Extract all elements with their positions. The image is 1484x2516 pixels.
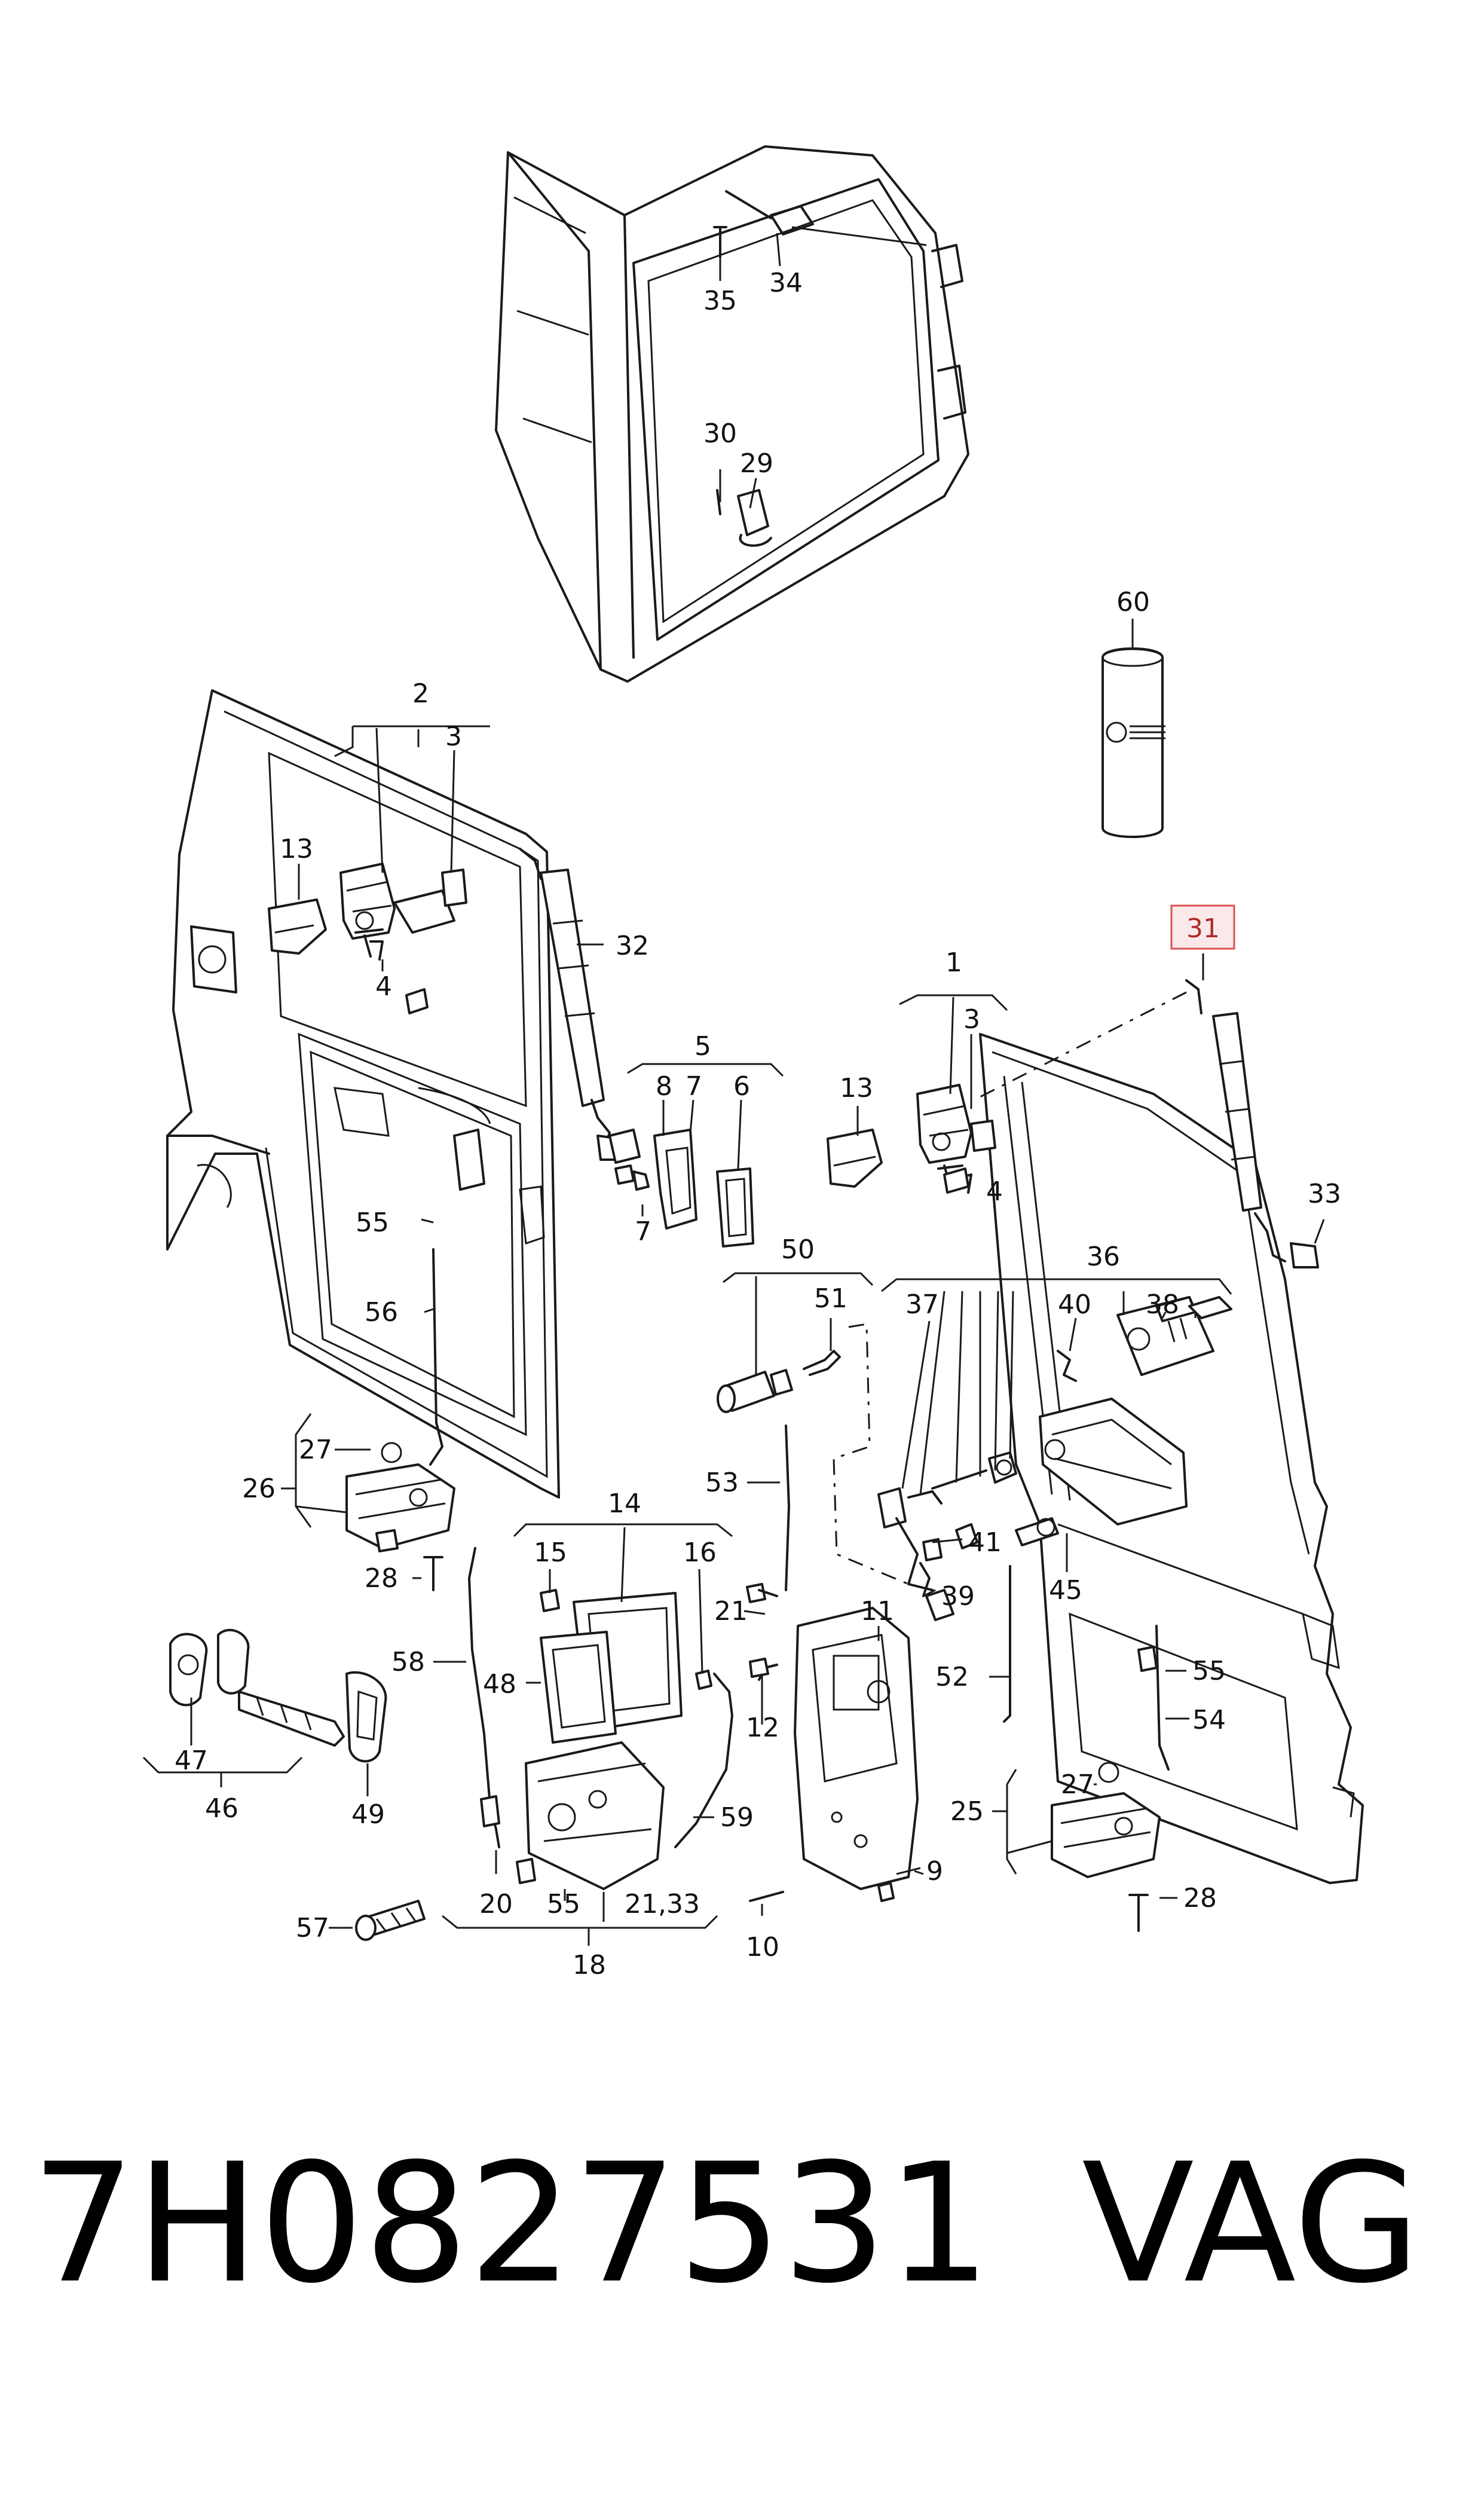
parts-diagram: 35 34 30 29 60 2 3 13 4 32 31 1 3 13 4 3… xyxy=(142,145,1364,1980)
callout-25: 25 xyxy=(950,1796,984,1827)
callout-53: 53 xyxy=(705,1468,739,1498)
callout-2: 2 xyxy=(412,678,429,709)
callout-31[interactable]: 31 xyxy=(1186,913,1220,944)
vehicle-rear-body xyxy=(495,145,969,683)
callout-33: 33 xyxy=(1308,1179,1341,1209)
callout-35: 35 xyxy=(703,286,737,316)
door-lock-part-18 xyxy=(480,1741,665,1890)
callout-56: 56 xyxy=(365,1297,398,1328)
callout-5: 5 xyxy=(694,1031,711,1062)
callout-40: 40 xyxy=(1058,1289,1091,1320)
callout-38: 38 xyxy=(1146,1289,1179,1320)
screws xyxy=(375,988,1158,1902)
callout-8: 8 xyxy=(656,1071,672,1102)
rods xyxy=(429,1248,1170,1848)
callout-26: 26 xyxy=(242,1473,276,1504)
callout-48: 48 xyxy=(483,1669,516,1699)
callout-45: 45 xyxy=(1049,1575,1082,1606)
callout-54: 54 xyxy=(1192,1705,1226,1735)
callout-3b: 3 xyxy=(963,1004,980,1035)
callout-50: 50 xyxy=(781,1234,815,1265)
callout-7b: 7 xyxy=(635,1216,651,1247)
callout-labels: 35 34 30 29 60 2 3 13 4 32 31 1 3 13 4 3… xyxy=(175,268,1341,1980)
callout-28a: 28 xyxy=(365,1563,398,1594)
callout-49: 49 xyxy=(351,1799,385,1830)
callout-3a: 3 xyxy=(445,722,462,752)
callout-14: 14 xyxy=(608,1488,641,1519)
spray-can-part-60 xyxy=(1101,647,1165,838)
callout-13b: 13 xyxy=(840,1073,873,1103)
callout-47: 47 xyxy=(175,1745,208,1776)
callout-28b: 28 xyxy=(1183,1883,1217,1913)
callout-21: 21 xyxy=(714,1596,748,1627)
callout-30: 30 xyxy=(703,418,737,449)
lock-assembly-right xyxy=(827,1084,996,1194)
callout-4b: 4 xyxy=(986,1176,1003,1207)
callout-41: 41 xyxy=(968,1527,1002,1558)
callout-36: 36 xyxy=(1087,1242,1120,1272)
callout-55a: 55 xyxy=(356,1207,389,1238)
callout-10: 10 xyxy=(746,1932,779,1962)
callout-59: 59 xyxy=(720,1802,754,1833)
callout-4a: 4 xyxy=(375,971,392,1002)
callout-58: 58 xyxy=(391,1647,425,1677)
carrier-part-9 xyxy=(749,1607,919,1902)
callout-7a: 7 xyxy=(686,1071,702,1102)
callout-51: 51 xyxy=(814,1283,847,1314)
callout-16: 16 xyxy=(683,1537,717,1568)
callout-6: 6 xyxy=(733,1071,750,1102)
callout-13a: 13 xyxy=(280,834,313,864)
brand-label: VAG xyxy=(1082,2128,1421,2319)
callout-9: 9 xyxy=(926,1856,943,1887)
callout-27a: 27 xyxy=(299,1435,332,1465)
handle-group-5 xyxy=(608,1129,754,1248)
callout-32: 32 xyxy=(616,931,649,961)
part-number: 7H0827531 xyxy=(31,2128,992,2319)
callout-18: 18 xyxy=(573,1950,606,1980)
callout-15: 15 xyxy=(534,1537,567,1568)
lock-cylinder-part-50 xyxy=(717,1323,909,1585)
callout-12: 12 xyxy=(746,1713,779,1743)
callout-31-box xyxy=(1170,904,1235,950)
callout-20: 20 xyxy=(479,1889,513,1919)
callout-60: 60 xyxy=(1116,587,1150,617)
callout-55c: 55 xyxy=(547,1889,580,1919)
lock-module-part-36 xyxy=(877,1296,1232,1621)
callout-29: 29 xyxy=(740,448,773,479)
callout-57: 57 xyxy=(296,1913,329,1943)
callout-52: 52 xyxy=(935,1662,969,1692)
key-cylinder-part-46 xyxy=(169,1628,426,1941)
callout-46: 46 xyxy=(205,1793,238,1824)
leader-lines xyxy=(142,233,1325,1946)
callout-11: 11 xyxy=(861,1596,894,1627)
bracket-part-26 xyxy=(345,1442,455,1591)
bracket-part-25 xyxy=(1051,1762,1161,1932)
callout-27b: 27 xyxy=(1061,1769,1094,1800)
callout-21-33: 21,33 xyxy=(625,1889,700,1919)
callout-1: 1 xyxy=(946,947,962,978)
cable-part-31 xyxy=(974,979,1319,1268)
callout-34: 34 xyxy=(769,268,803,298)
callout-39: 39 xyxy=(941,1581,975,1612)
callout-37: 37 xyxy=(905,1289,939,1320)
handle-part-14 xyxy=(540,1589,712,1744)
callout-55b: 55 xyxy=(1192,1656,1226,1686)
cable-part-32 xyxy=(519,848,623,1161)
left-door-panel xyxy=(166,689,560,1499)
